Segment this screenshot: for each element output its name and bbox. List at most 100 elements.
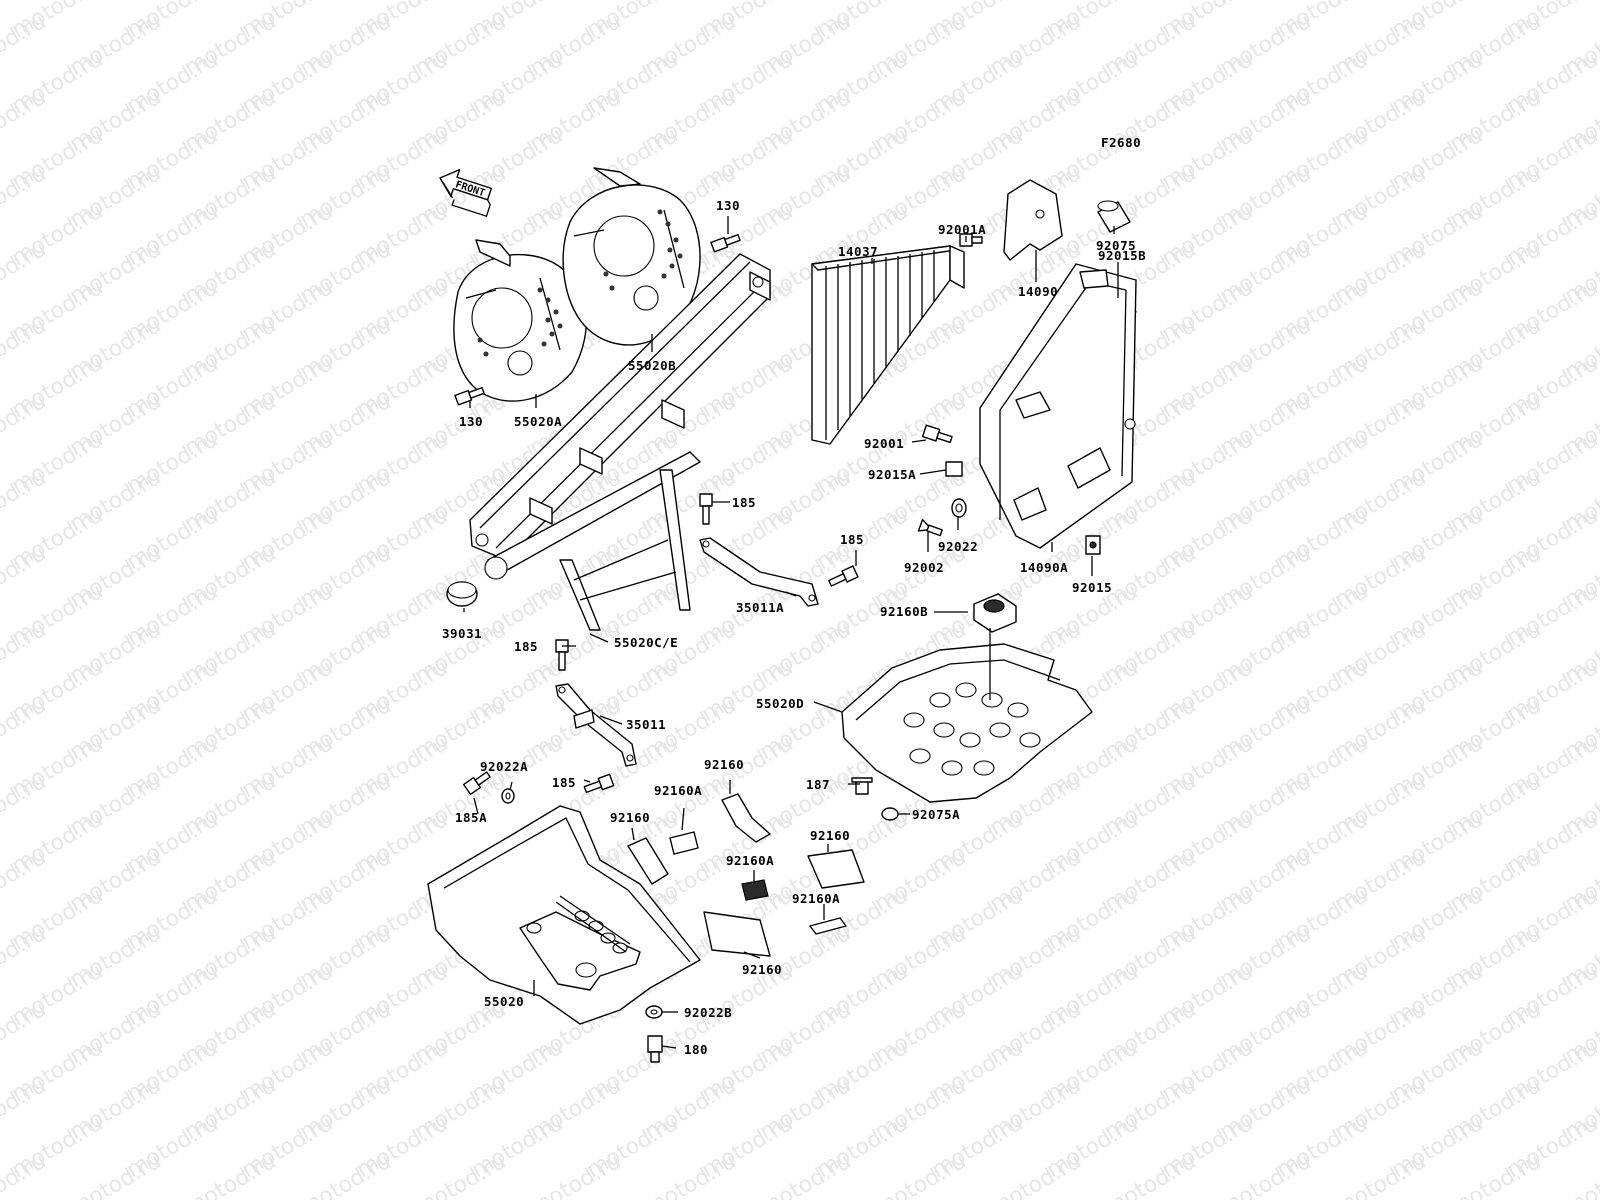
watermark-text: motod.ru: [181, 1149, 281, 1200]
label-55020D: 55020D: [756, 696, 804, 711]
watermark-text: motod.ru: [0, 921, 50, 993]
label-92015: 92015: [1072, 580, 1112, 595]
watermark-text: motod.ru: [1216, 1149, 1316, 1200]
label-130-bottom: 130: [459, 414, 483, 429]
washer-92022: [951, 498, 967, 518]
watermark-text: motod.ru: [1446, 1149, 1546, 1200]
watermark-text: motod.ru: [0, 465, 50, 537]
label-185-c: 185: [514, 639, 538, 654]
bracket-35011A: [699, 537, 819, 607]
bolt-187: [851, 777, 873, 795]
guard-plate-55020A: [453, 239, 587, 402]
guard-plate-55020B: [562, 167, 701, 346]
bracket-35011: [555, 683, 637, 767]
label-92015B: 92015B: [1098, 248, 1146, 263]
shroud-14090: [1003, 179, 1063, 261]
watermark-text: motod.ru: [0, 845, 50, 917]
label-185-d: 185: [552, 775, 576, 790]
label-55020: 55020: [484, 994, 524, 1009]
label-35011: 35011: [626, 717, 666, 732]
watermark-text: motod.ru: [0, 237, 50, 309]
bolt-185-b: [828, 565, 859, 587]
label-185A: 185A: [455, 810, 487, 825]
watermark-text: motod.ru: [871, 1149, 971, 1200]
watermark-text: motod.ru: [0, 85, 50, 157]
label-185-a: 185: [732, 495, 756, 510]
screw-92002: [917, 518, 943, 537]
pad-92160A-left: [669, 831, 699, 855]
pad-92160-mid: [721, 793, 771, 843]
watermark-text: motod.ru: [1331, 1149, 1431, 1200]
watermark-text: motod.ru: [986, 1149, 1086, 1200]
watermark-text: motod.ru: [66, 1149, 166, 1200]
label-92015A: 92015A: [868, 467, 916, 482]
clip-92015: [1085, 535, 1101, 555]
watermark-text: motod.ru: [641, 1149, 741, 1200]
watermark-text: motod.ru: [0, 1073, 50, 1145]
label-39031: 39031: [442, 626, 482, 641]
tube-92075: [1097, 200, 1131, 233]
label-55020CE: 55020C/E: [614, 635, 678, 650]
label-92160A-c: 92160A: [792, 891, 840, 906]
pad-92160A-right: [809, 917, 847, 935]
label-180: 180: [684, 1042, 708, 1057]
label-92001A: 92001A: [938, 222, 986, 237]
watermark-text: motod.ru: [0, 9, 50, 81]
pad-92160B: [973, 593, 1017, 633]
label-92002: 92002: [904, 560, 944, 575]
pad-92160A-mid: [741, 879, 769, 901]
washer-92022A: [501, 788, 515, 804]
bolt-185A: [462, 771, 491, 796]
label-92022A: 92022A: [480, 759, 528, 774]
pad-92160-bottom: [703, 911, 771, 957]
pad-92160-right: [807, 849, 865, 889]
label-14090A: 14090A: [1020, 560, 1068, 575]
label-14037: 14037: [838, 244, 878, 259]
label-92075: 92075: [1096, 238, 1136, 253]
label-92160B: 92160B: [880, 604, 928, 619]
shroud-box-14090A: [979, 263, 1137, 549]
label-92022B: 92022B: [684, 1005, 732, 1020]
bolt-92001: [921, 424, 953, 444]
watermark-text: motod.ru: [296, 1149, 396, 1200]
bolt-130-bottom: [454, 387, 485, 406]
leader-lines: [463, 216, 1119, 1049]
label-92160-c: 92160: [810, 828, 850, 843]
label-55020B: 55020B: [628, 358, 676, 373]
bolt-180: [647, 1035, 663, 1063]
watermark-text: motod.ru: [0, 617, 50, 689]
label-185-b: 185: [840, 532, 864, 547]
label-92160-b: 92160: [704, 757, 744, 772]
pad-92160-left: [627, 837, 669, 885]
watermark-text: motod.ru: [0, 769, 50, 841]
watermark-text: motod.ru: [0, 997, 50, 1069]
label-92160A-b: 92160A: [726, 853, 774, 868]
watermark-text: motod.ru: [526, 1149, 626, 1200]
label-92075A: 92075A: [912, 807, 960, 822]
nut-92075A: [881, 807, 899, 821]
label-92001: 92001: [864, 436, 904, 451]
watermark-text: motod.ru: [0, 161, 50, 233]
label-35011A: 35011A: [736, 600, 784, 615]
clip-92015A: [945, 461, 963, 477]
frame-55020CE: [469, 253, 771, 631]
label-92022: 92022: [938, 539, 978, 554]
watermark-text: motod.ru: [0, 389, 50, 461]
label-92160-a: 92160: [610, 810, 650, 825]
label-55020A: 55020A: [514, 414, 562, 429]
cap-39031: [446, 581, 478, 607]
watermark-text: motod.ru: [1561, 1149, 1600, 1200]
radiator-14037: [811, 245, 965, 445]
label-187: 187: [806, 777, 830, 792]
bolt-130-top: [710, 234, 741, 253]
label-92160-d: 92160: [742, 962, 782, 977]
bolt-185-a: [699, 493, 713, 525]
watermark-text: motod.ru: [0, 313, 50, 385]
label-130-top: 130: [716, 198, 740, 213]
label-92160A-a: 92160A: [654, 783, 702, 798]
label-14090: 14090: [1018, 284, 1058, 299]
watermark-text: motod.ru: [0, 693, 50, 765]
watermark-text: motod.ru: [0, 541, 50, 613]
